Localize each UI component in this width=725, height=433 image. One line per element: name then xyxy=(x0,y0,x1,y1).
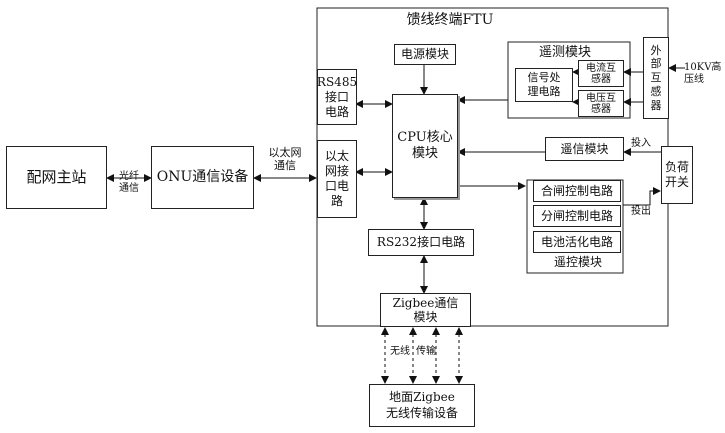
ground-device-box: 地面Zigbee 无线传输设备 xyxy=(369,384,475,427)
zigbee-module-box: Zigbee通信 模块 xyxy=(380,293,471,327)
rs485-line2: 接口 xyxy=(324,89,349,104)
power-module-label: 电源模块 xyxy=(400,47,449,61)
ground-line2: 无线传输设备 xyxy=(385,405,458,420)
fiber-label-line2: 通信 xyxy=(119,183,139,194)
ethernet-comm-line2: 通信 xyxy=(274,159,296,173)
link-remote-switch xyxy=(623,187,661,206)
ethernet-interface-box: 以太 网接 口电 路 xyxy=(317,140,357,218)
current-transformer-box: 电流互 感器 xyxy=(578,60,624,87)
load-switch-line1: 负荷 xyxy=(664,160,689,174)
ethernet-comm-line1: 以太网 xyxy=(268,146,302,159)
load-switch-box: 负荷 开关 xyxy=(661,146,693,204)
hv-line1: 10KV高 xyxy=(684,62,722,73)
ethernet-comm-label: 以太网 通信 xyxy=(259,146,311,172)
ext-line4: 感 xyxy=(650,84,662,98)
close-control-box: 合闸控制电路 xyxy=(533,180,621,202)
output-label: 投出 xyxy=(631,206,651,217)
ext-line5: 器 xyxy=(650,98,662,112)
ethernet-if-line2: 网接 xyxy=(324,164,349,178)
telemetry-group xyxy=(507,41,631,119)
rs485-box: RS485 接口 电路 xyxy=(317,69,357,125)
ct-line1: 电流互 xyxy=(586,62,616,74)
fiber-label-line1: 光纤 xyxy=(119,171,139,182)
ethernet-if-line4: 路 xyxy=(330,194,343,208)
rs232-label: RS232接口电路 xyxy=(376,235,466,249)
rs485-line1: RS485 xyxy=(316,74,358,89)
hv-line2: 压线 xyxy=(684,74,704,85)
ftu-boundary xyxy=(316,7,669,327)
power-module-box: 电源模块 xyxy=(394,44,456,65)
ftu-title: 馈线终端FTU xyxy=(406,12,494,28)
transmit-label: 传输 xyxy=(416,346,436,357)
rs485-line3: 电路 xyxy=(324,104,349,119)
main-station-label: 配网主站 xyxy=(26,168,87,187)
ext-line3: 互 xyxy=(650,71,662,85)
ct-line2: 感器 xyxy=(591,73,611,85)
vt-line1: 电压互 xyxy=(586,92,616,104)
vt-line2: 感器 xyxy=(591,103,611,115)
cpu-line1: CPU核心 xyxy=(397,129,453,145)
hv-line-label: 10KV高 压线 xyxy=(684,62,724,86)
signal-proc-line1: 信号处 xyxy=(527,71,561,85)
onu-label: ONU通信设备 xyxy=(156,168,249,185)
telemetry-title: 遥测模块 xyxy=(538,45,591,60)
ext-line1: 外 xyxy=(650,43,662,57)
telesignal-box: 遥信模块 xyxy=(545,137,624,161)
voltage-transformer-box: 电压互 感器 xyxy=(578,90,624,117)
input-label: 投入 xyxy=(631,138,651,149)
signal-processing-box: 信号处 理电路 xyxy=(515,68,573,102)
ethernet-if-line1: 以太 xyxy=(324,149,349,163)
battery-activation-box: 电池活化电路 xyxy=(533,231,621,253)
telesignal-label: 遥信模块 xyxy=(560,141,609,156)
open-control-box: 分闸控制电路 xyxy=(533,205,621,227)
ext-line2: 部 xyxy=(650,57,662,71)
remote-control-title: 遥控模块 xyxy=(553,255,602,269)
open-control-label: 分闸控制电路 xyxy=(540,208,613,223)
ground-line1: 地面Zigbee xyxy=(389,389,455,404)
wireless-label: 无线 xyxy=(390,346,410,357)
load-switch-line2: 开关 xyxy=(664,175,689,189)
ethernet-if-line3: 口电 xyxy=(324,179,349,193)
rs232-box: RS232接口电路 xyxy=(368,229,474,256)
signal-proc-line2: 理电路 xyxy=(527,85,561,98)
main-station-box: 配网主站 xyxy=(6,146,107,209)
zigbee-line1: Zigbee通信 xyxy=(392,295,459,310)
external-transformer-box: 外 部 互 感 器 xyxy=(643,37,669,119)
close-control-label: 合闸控制电路 xyxy=(540,183,613,198)
battery-activation-label: 电池活化电路 xyxy=(540,234,613,249)
onu-box: ONU通信设备 xyxy=(151,146,254,209)
cpu-module-box: CPU核心 模块 xyxy=(392,94,458,198)
fiber-label: 光纤 通信 xyxy=(110,171,148,195)
zigbee-line2: 模块 xyxy=(413,310,438,324)
cpu-line2: 模块 xyxy=(411,146,438,161)
